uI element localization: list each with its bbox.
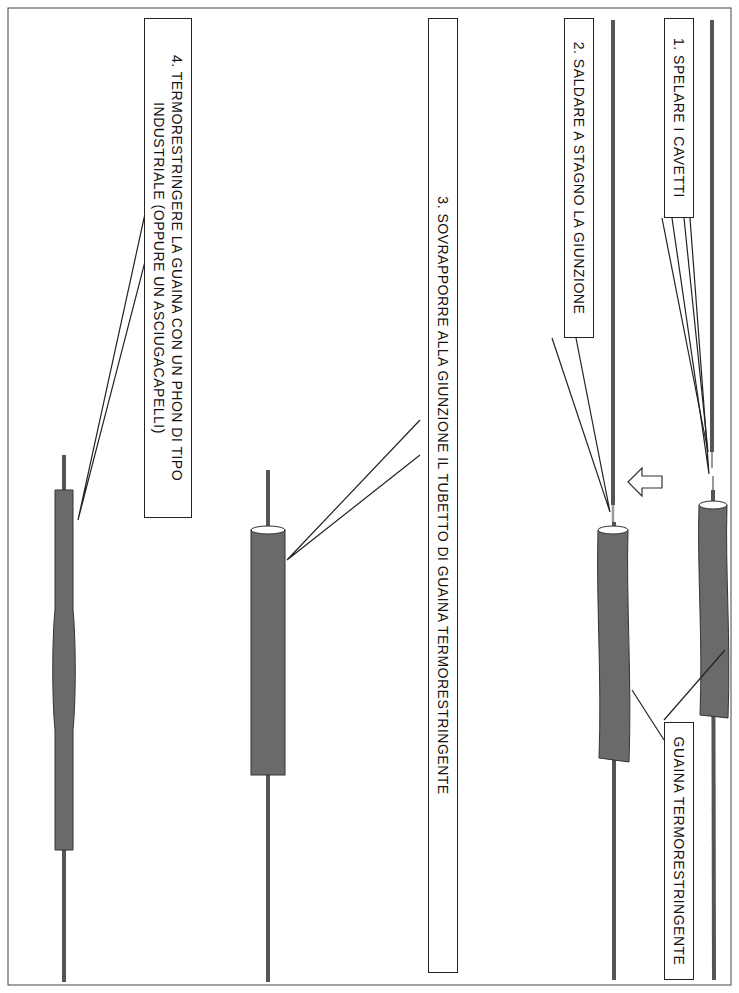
callout-text: 3. SOVRAPPORRE ALLA GIUNZIONE IL TUBETTO… — [434, 29, 452, 962]
wire-step-2 — [598, 20, 630, 980]
wire-step-1 — [699, 20, 729, 980]
callout-box: 4. TERMORESTRINGERE LA GUAINA CON UN PHO… — [144, 18, 192, 518]
callout-box: 2. SALDARE A STAGNO LA GIUNZIONE — [564, 18, 594, 338]
callout-text: 2. SALDARE A STAGNO LA GIUNZIONE — [570, 29, 588, 327]
frame — [8, 8, 731, 985]
wire-step-4 — [53, 455, 76, 982]
hollow-arrow — [628, 468, 662, 496]
callout-text: 1. SPELARE I CAVETTI — [670, 29, 688, 207]
callout-text: 4. TERMORESTRINGERE LA GUAINA CON UN PHO… — [150, 29, 186, 507]
callout-box: 1. SPELARE I CAVETTI — [664, 18, 694, 218]
callout-box: 3. SOVRAPPORRE ALLA GIUNZIONE IL TUBETTO… — [428, 18, 458, 973]
wire-step-3 — [251, 470, 285, 982]
callout-text: GUAINA TERMORESTRINGENTE — [670, 733, 688, 969]
callout-box: GUAINA TERMORESTRINGENTE — [664, 722, 694, 980]
